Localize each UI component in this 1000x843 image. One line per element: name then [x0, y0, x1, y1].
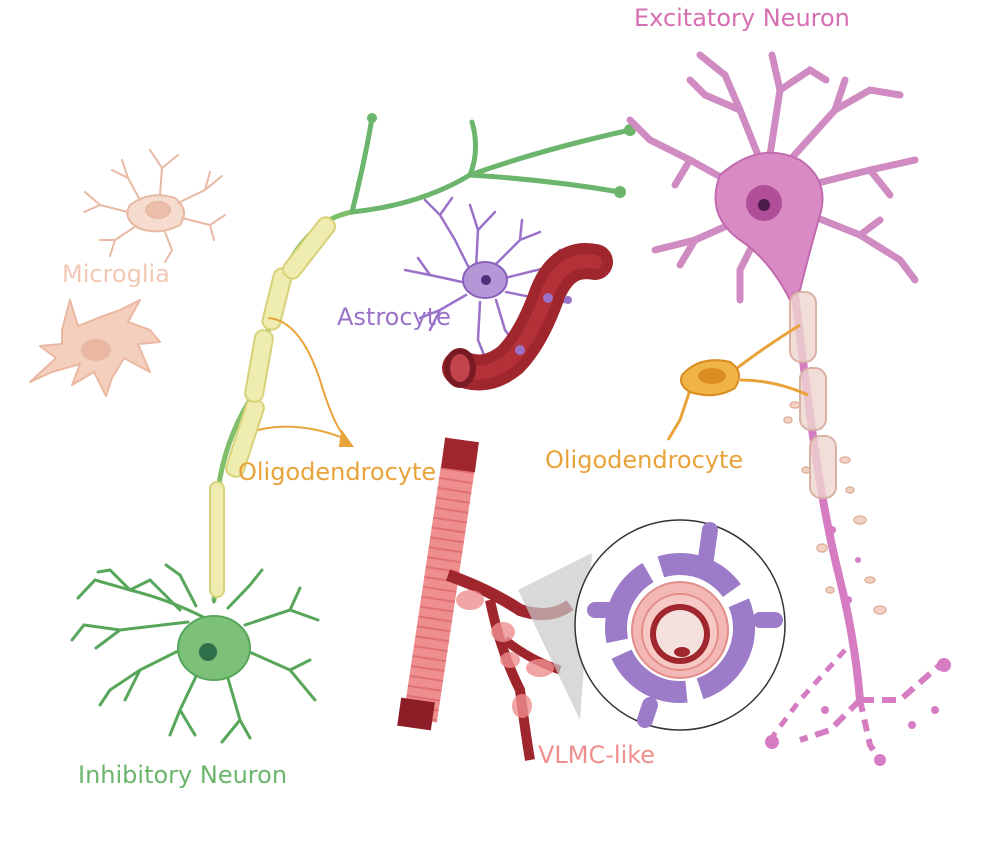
microglia-cell-top: [83, 149, 226, 263]
oligodendrocyte-label-left: Oligodendrocyte: [238, 458, 437, 486]
excitatory-axon: [789, 291, 864, 704]
excitatory-neuron-soma: [714, 151, 824, 302]
microglia-cell-bottom: [29, 299, 161, 397]
excitatory-axon-fragments: [765, 526, 951, 766]
inhibitory-neuron-nucleus: [199, 643, 217, 661]
inhibitory-axon: [211, 113, 636, 603]
oligodendrocyte-left: [257, 317, 354, 447]
vlmc-label: VLMC-like: [538, 741, 656, 769]
myelin-debris: [783, 401, 887, 615]
microglia-label: Microglia: [62, 260, 170, 288]
zoom-cone: [518, 553, 592, 720]
astrocyte-nucleus: [481, 275, 491, 285]
blood-vessel-curved: [442, 243, 613, 391]
excitatory-neuron-nucleus: [758, 199, 770, 211]
inhibitory-neuron: [70, 563, 320, 744]
oligodendrocyte-right: [666, 323, 809, 441]
excitatory-neuron-dendrites: [626, 51, 919, 304]
vessel-cross-section-inset: [574, 519, 786, 731]
excitatory-neuron-label: Excitatory Neuron: [634, 4, 850, 32]
myelin-sheath-left: [209, 216, 337, 598]
astrocyte-label: Astrocyte: [337, 303, 451, 331]
oligodendrocyte-label-right: Oligodendrocyte: [545, 446, 744, 474]
inhibitory-neuron-label: Inhibitory Neuron: [78, 761, 288, 789]
